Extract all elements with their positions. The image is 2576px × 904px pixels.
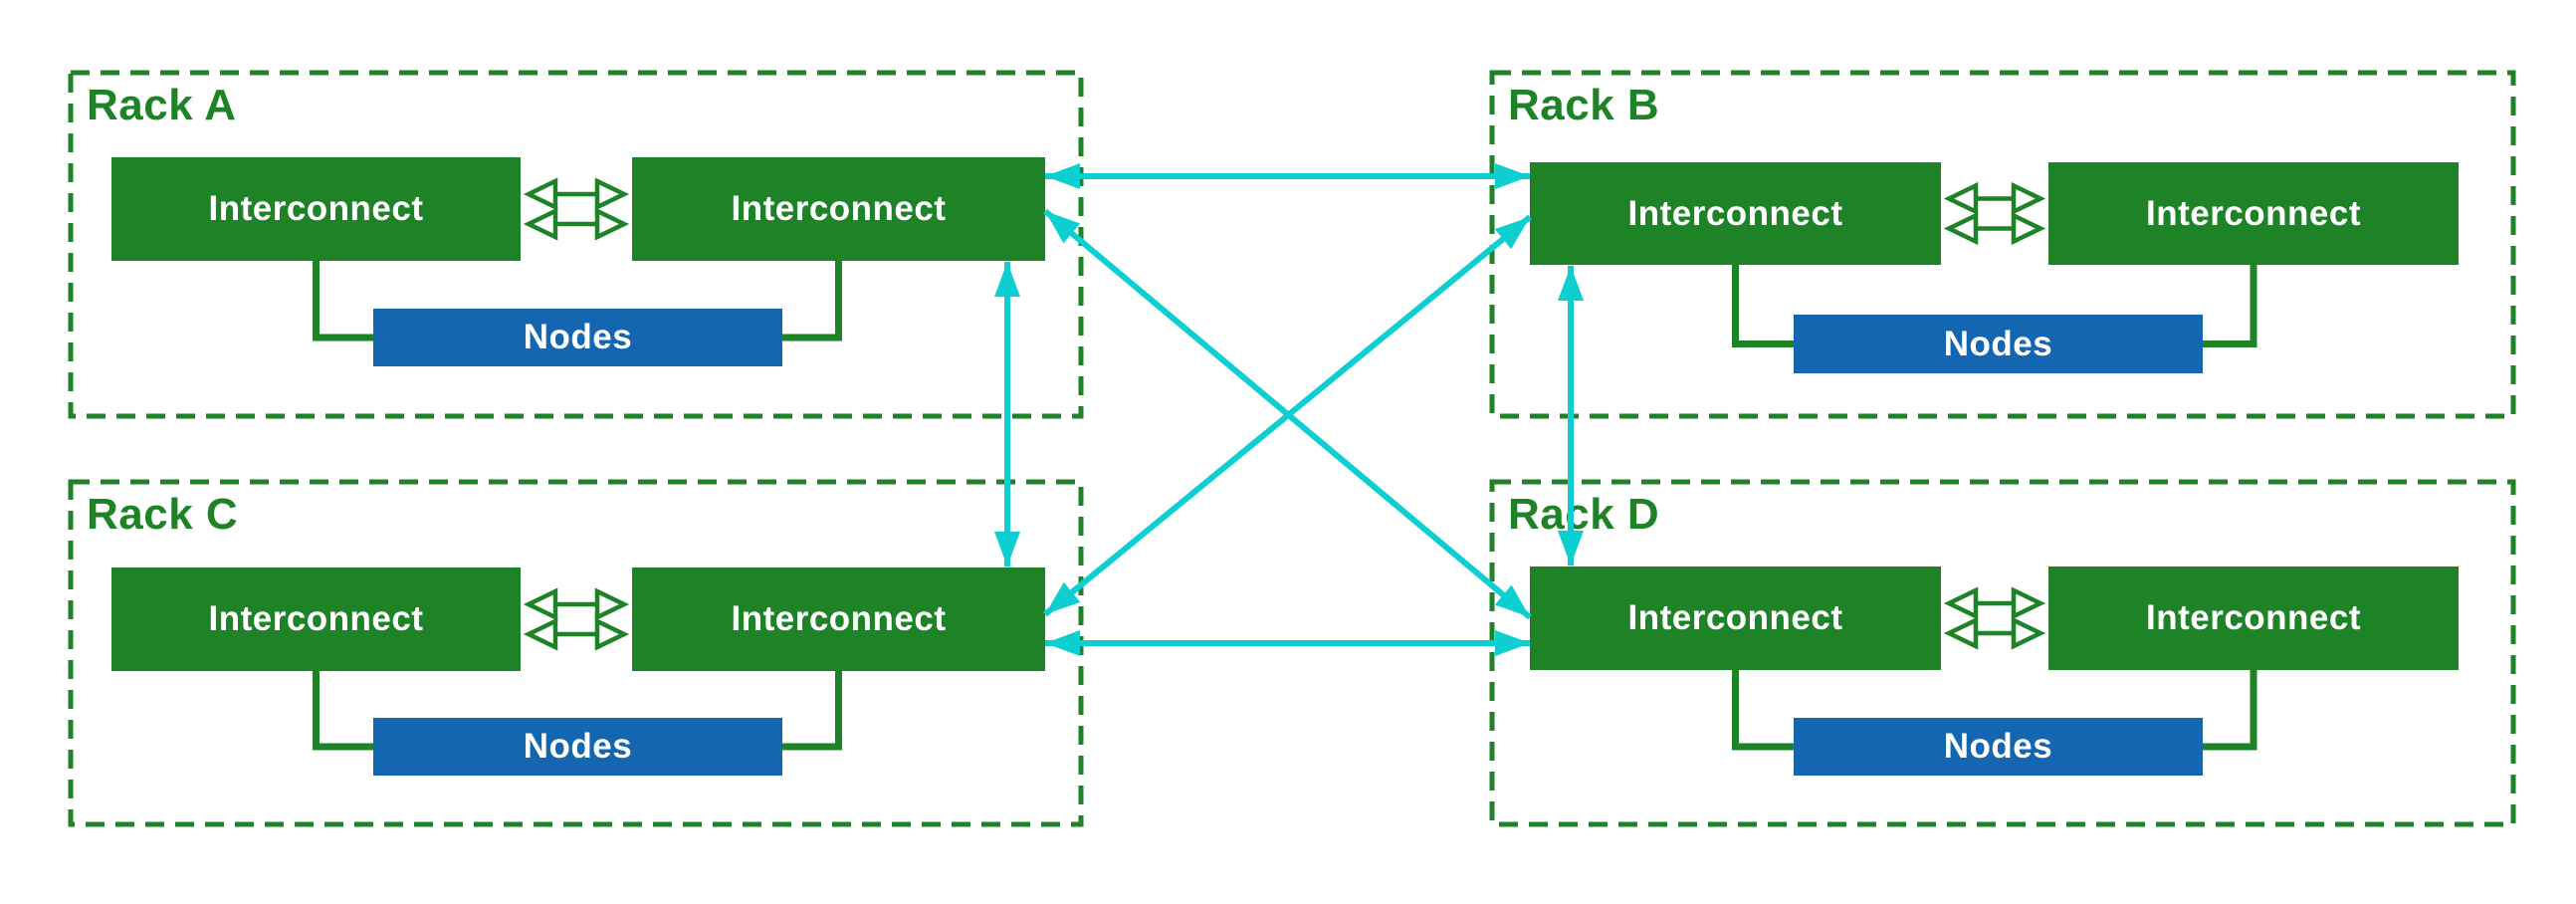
rack-d-interconnect-1: Interconnect bbox=[1530, 566, 1941, 670]
rack-a-nodes: Nodes bbox=[373, 309, 782, 366]
rack-c-interconnect-1: Interconnect bbox=[111, 567, 521, 671]
rack-c-interconnect-2: Interconnect bbox=[632, 567, 1045, 671]
interconnect-label: Interconnect bbox=[731, 189, 947, 228]
rack-a: Rack A bbox=[71, 73, 1081, 416]
rack-d-label: Rack D bbox=[1508, 490, 1660, 539]
rack-d-interconnect-2: Interconnect bbox=[2048, 566, 2459, 670]
link-rack-a-to-rack-d bbox=[1043, 208, 1532, 620]
interconnect-label: Interconnect bbox=[1627, 193, 1843, 233]
rack-b-interconnect-1: Interconnect bbox=[1530, 162, 1941, 265]
interconnect-label: Interconnect bbox=[208, 189, 424, 228]
rack-b-nodes: Nodes bbox=[1794, 315, 2203, 373]
nodes-label: Nodes bbox=[523, 318, 633, 356]
interconnect-label: Interconnect bbox=[731, 599, 947, 638]
interconnect-label: Interconnect bbox=[208, 599, 424, 638]
rack-d-nodes: Nodes bbox=[1794, 718, 2203, 776]
nodes-label: Nodes bbox=[1943, 727, 2053, 766]
rack-b: Rack B bbox=[1492, 73, 2513, 416]
nodes-label: Nodes bbox=[523, 727, 633, 766]
rack-c-label: Rack C bbox=[87, 490, 239, 539]
interconnect-label: Interconnect bbox=[2145, 598, 2362, 637]
interconnect-label: Interconnect bbox=[2145, 193, 2362, 233]
rack-c: Rack C bbox=[71, 482, 1081, 824]
nodes-label: Nodes bbox=[1943, 324, 2053, 363]
rack-c-nodes: Nodes bbox=[373, 718, 782, 776]
rack-b-label: Rack B bbox=[1508, 81, 1660, 129]
rack-a-interconnect-2: Interconnect bbox=[632, 157, 1045, 261]
rack-a-label: Rack A bbox=[87, 81, 237, 129]
link-rack-c-to-rack-b bbox=[1043, 214, 1532, 617]
interconnect-label: Interconnect bbox=[1627, 598, 1843, 637]
rack-a-interconnect-1: Interconnect bbox=[111, 157, 521, 261]
rack-b-interconnect-2: Interconnect bbox=[2048, 162, 2459, 265]
